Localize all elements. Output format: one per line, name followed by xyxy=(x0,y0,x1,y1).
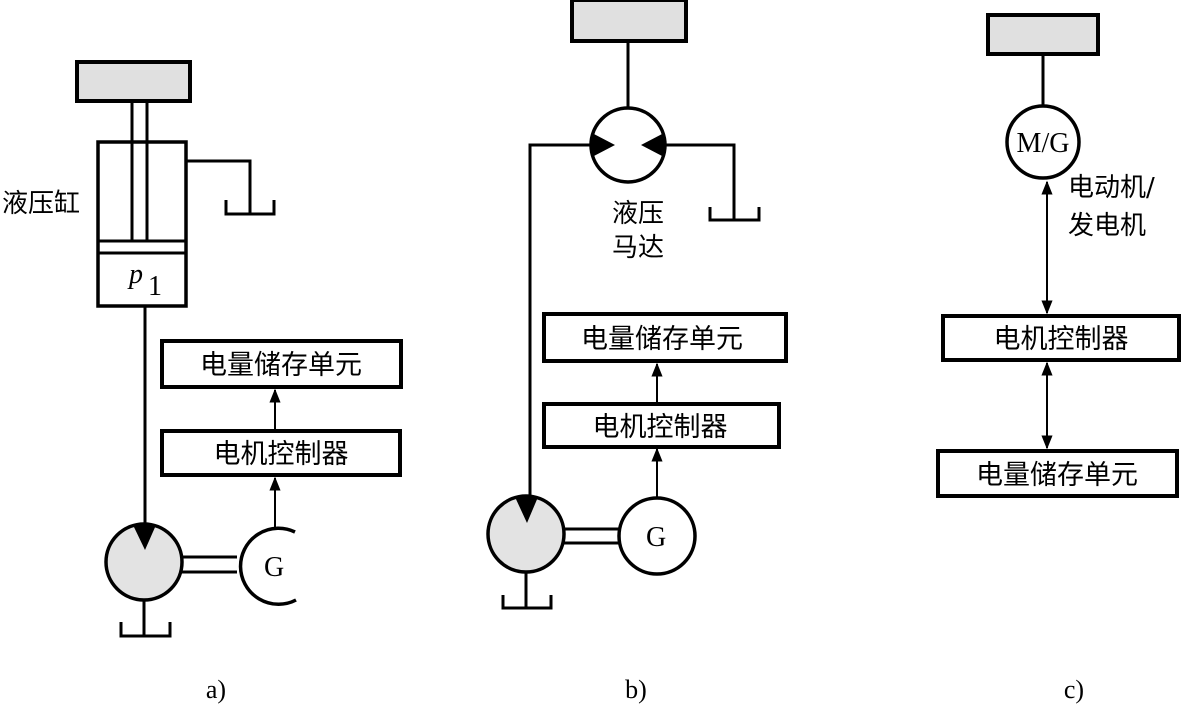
load-mass-b xyxy=(570,0,688,43)
tank-icon xyxy=(119,622,172,638)
panel-b: 液压 马达 G 电量储存单元 电机控制器 b) xyxy=(486,0,788,704)
motor-label-line1: 液压 xyxy=(612,199,664,229)
pressure-line-b xyxy=(528,143,591,498)
pump-flow-arrow-a xyxy=(133,525,156,550)
return-line-b xyxy=(665,143,736,220)
pump-flow-arrow-b xyxy=(515,497,538,523)
motor-generator xyxy=(1005,104,1081,180)
load-mass-a xyxy=(75,60,192,103)
hydraulic-cylinder xyxy=(96,140,188,308)
storage-label-a: 电量储存单元 xyxy=(200,350,362,381)
panel-c: M/G 电动机/ 发电机 电机控制器 电量储存单元 c) xyxy=(936,13,1181,704)
storage-label-b: 电量储存单元 xyxy=(581,324,743,355)
motor-outlet-arrow xyxy=(641,133,664,157)
caption-a: a) xyxy=(206,675,226,704)
controller-box-c xyxy=(941,314,1181,362)
generator-a xyxy=(238,526,297,606)
motor-generator-symbol: M/G xyxy=(1017,128,1070,159)
storage-label-c: 电量储存单元 xyxy=(976,460,1138,491)
motor-generator-label-line1: 电动机/ xyxy=(1068,173,1155,203)
tank-icon xyxy=(501,595,553,610)
pressure-symbol: p xyxy=(127,259,143,290)
tank-icon xyxy=(224,200,276,216)
storage-box-a xyxy=(160,339,403,389)
storage-box-c xyxy=(936,449,1179,498)
tank-icon xyxy=(708,207,761,222)
caption-c: c) xyxy=(1064,675,1084,704)
generator-label-a: G xyxy=(264,552,284,583)
motor-inlet-arrow xyxy=(592,133,615,157)
controller-label-c: 电机控制器 xyxy=(994,324,1129,355)
controller-label-a: 电机控制器 xyxy=(214,439,349,470)
controller-label-b: 电机控制器 xyxy=(593,412,728,443)
storage-box-b xyxy=(542,312,788,363)
motor-generator-label-line2: 发电机 xyxy=(1068,211,1146,241)
pressure-subscript: 1 xyxy=(148,271,162,302)
load-mass-c xyxy=(986,13,1100,56)
controller-box-a xyxy=(160,429,402,477)
controller-box-b xyxy=(542,402,781,449)
cylinder-label: 液压缸 xyxy=(2,189,80,219)
motor-label-line2: 马达 xyxy=(612,233,664,263)
panel-a: p 1 液压缸 G 电量储存单元 电机控制器 a) xyxy=(2,60,403,704)
return-line-a xyxy=(186,159,252,214)
caption-b: b) xyxy=(625,675,647,704)
generator-label-b: G xyxy=(646,522,666,553)
